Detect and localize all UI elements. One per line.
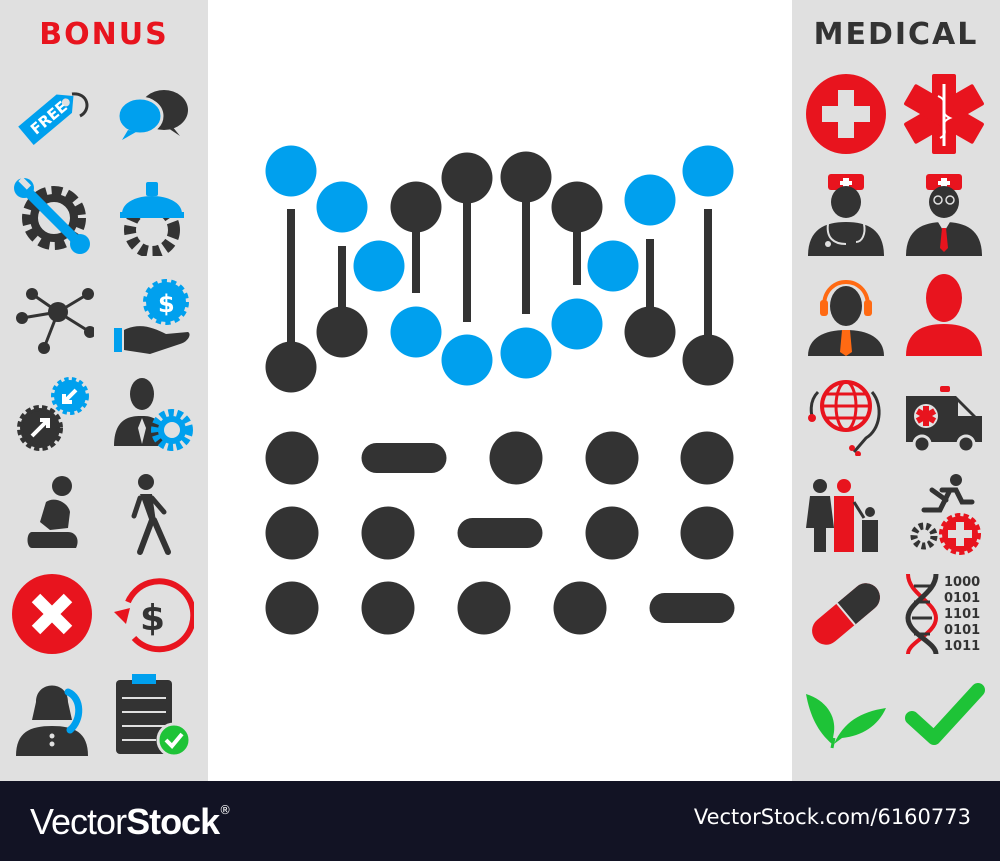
- user-silhouette-icon: [902, 272, 986, 356]
- code-grid: [265, 431, 735, 635]
- code-dot: [361, 581, 415, 635]
- ambulance-icon: [902, 372, 986, 456]
- helix-blue-node: [390, 306, 442, 358]
- helix-dark-node: [500, 151, 552, 203]
- refund-dollar-icon: $: [110, 572, 194, 656]
- clipboard-check-icon: [110, 672, 194, 756]
- bonus-panel: BONUS FREE: [0, 0, 208, 781]
- wrench-gear-icon: [10, 172, 94, 256]
- walking-person-icon: [110, 472, 194, 556]
- helix-stem: [412, 230, 420, 293]
- helix-dark-node: [441, 152, 493, 204]
- registered-mark: ®: [219, 803, 231, 817]
- helmet-gear-icon: [110, 172, 194, 256]
- code-dot: [361, 506, 415, 560]
- checkmark-icon: [902, 672, 986, 756]
- bonus-title: BONUS: [39, 17, 169, 52]
- code-dot: [553, 581, 607, 635]
- helix-stem: [463, 200, 471, 322]
- code-dash: [361, 443, 447, 473]
- code-dash: [457, 518, 543, 548]
- code-dot: [265, 431, 319, 485]
- medical-title: MEDICAL: [813, 17, 979, 52]
- code-dot: [680, 506, 734, 560]
- code-dot: [585, 506, 639, 560]
- star-of-life-icon: [902, 72, 986, 156]
- logo-bold: Stock: [126, 801, 220, 842]
- helix-blue-node: [265, 145, 317, 197]
- binary-line: 1101: [944, 607, 980, 622]
- binary-line: 1000: [944, 575, 980, 590]
- helix-stem: [522, 200, 530, 314]
- organic-leaves-icon: [804, 672, 888, 756]
- logo-light: Vector: [30, 801, 127, 842]
- helix-stem: [646, 239, 654, 310]
- genome-binary-icon: 1000 0101 1101 0101 1011: [902, 572, 986, 656]
- vectorstock-logo: VectorStock®: [30, 801, 231, 843]
- helix-blue-node: [316, 181, 368, 233]
- praying-person-icon: [10, 472, 94, 556]
- binary-line: 0101: [944, 591, 980, 606]
- medical-panel: MEDICAL: [792, 0, 1000, 781]
- family-icon: [804, 472, 888, 556]
- helix-blue-node: [624, 174, 676, 226]
- helix-stem: [704, 209, 712, 340]
- free-tag-icon: FREE: [10, 72, 94, 156]
- code-dot: [265, 581, 319, 635]
- helix-stem: [338, 246, 346, 310]
- helix-dark-node: [316, 306, 368, 358]
- operator-woman-phone-icon: [10, 672, 94, 756]
- helix-dark-node: [265, 341, 317, 393]
- chat-bubbles-icon: [110, 72, 194, 156]
- helix-blue-node: [551, 298, 603, 350]
- helix-blue-node: [587, 240, 639, 292]
- code-dash: [649, 593, 735, 623]
- code-dot: [680, 431, 734, 485]
- helix-dark-node: [551, 181, 603, 233]
- dna-helix: [265, 145, 734, 393]
- helix-stem: [287, 209, 295, 345]
- pill-capsule-icon: [804, 572, 888, 656]
- helix-blue-node: [441, 334, 493, 386]
- gears-exchange-icon: [10, 372, 94, 456]
- svg-text:$: $: [140, 598, 165, 639]
- code-dot: [585, 431, 639, 485]
- doctor-glasses-icon: [902, 172, 986, 256]
- helix-dark-node: [682, 334, 734, 386]
- image-id-label: VectorStock.com/6160773: [693, 805, 971, 829]
- support-operator-headset-icon: [804, 272, 888, 356]
- code-dot: [265, 506, 319, 560]
- network-nodes-icon: [10, 272, 94, 356]
- binary-line: 0101: [944, 623, 980, 638]
- medical-cross-circle-icon: [804, 72, 888, 156]
- helix-dark-node: [390, 181, 442, 233]
- code-dot: [457, 581, 511, 635]
- binary-line: 1011: [944, 639, 980, 654]
- genetic-code-icon: [265, 145, 735, 635]
- emergency-run-gears-icon: [902, 472, 986, 556]
- manager-gear-icon: [110, 372, 194, 456]
- doctor-stethoscope-icon: [804, 172, 888, 256]
- helix-blue-node: [353, 240, 405, 292]
- helix-stem: [573, 230, 581, 285]
- helix-blue-node: [500, 327, 552, 379]
- helix-dark-node: [624, 306, 676, 358]
- code-dot: [489, 431, 543, 485]
- hand-dollar-gear-icon: $: [110, 272, 194, 356]
- close-circle-icon: [10, 572, 94, 656]
- svg-text:$: $: [158, 290, 175, 318]
- helix-blue-node: [682, 145, 734, 197]
- global-medicine-icon: [804, 372, 888, 456]
- footer-bar: VectorStock® VectorStock.com/6160773: [0, 781, 1000, 861]
